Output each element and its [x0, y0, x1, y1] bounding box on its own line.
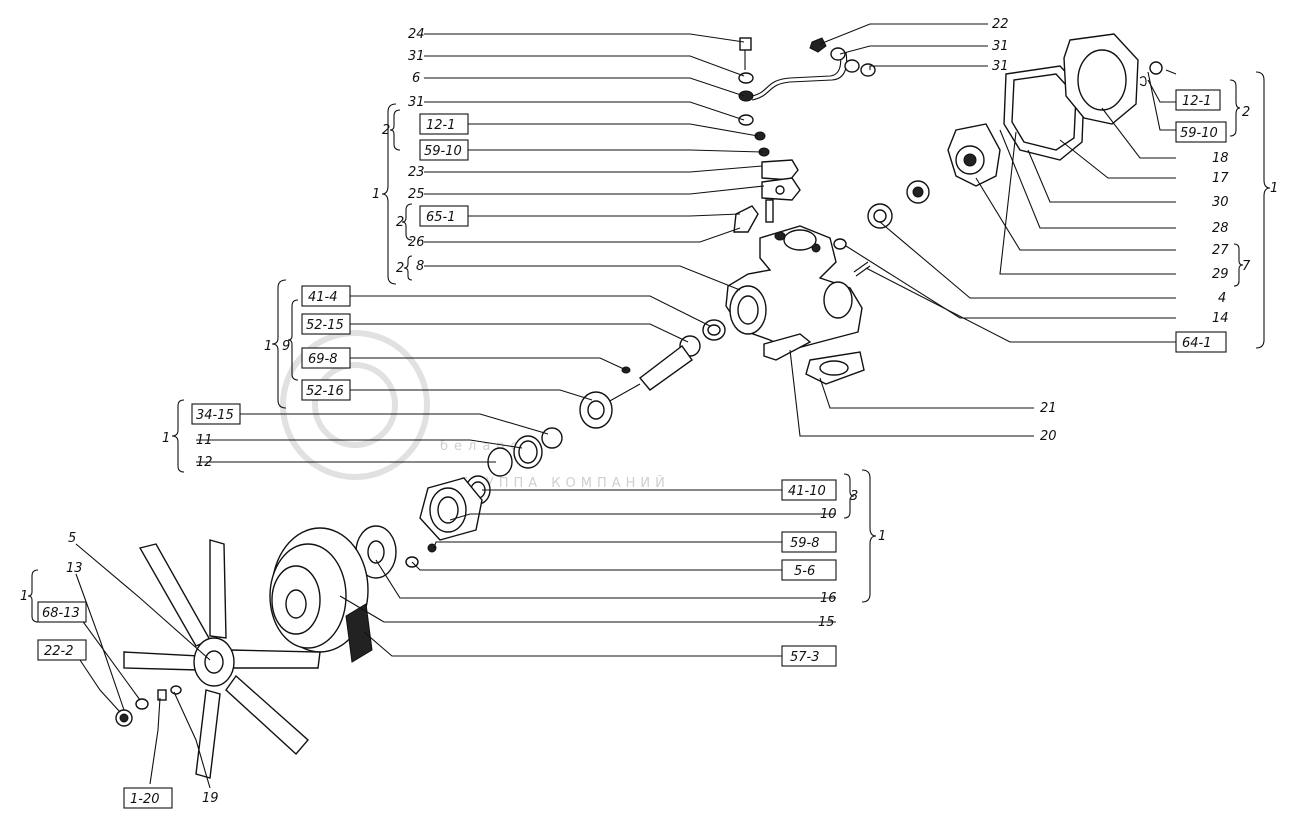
leader-lines [75, 23, 1177, 789]
label-20: 20 [1040, 429, 1057, 444]
small-fittings-part [833, 180, 930, 277]
group-label-2: 2 [382, 123, 390, 138]
group-braces [27, 71, 1271, 623]
pump-cover-part [1063, 33, 1163, 125]
callout-labels: 24 31 6 31 12-1 59-10 23 25 65-1 26 8 2 … [20, 17, 1278, 807]
label-30: 30 [1212, 195, 1229, 210]
pulley-part [269, 527, 373, 663]
group-label-1: 1 [264, 339, 272, 354]
label-6: 6 [412, 71, 420, 86]
label-31: 31 [992, 39, 1009, 54]
label-21: 21 [1040, 401, 1057, 416]
label-41-10: 41-10 [788, 484, 826, 499]
label-19: 19 [202, 791, 219, 806]
reference-boxes [37, 89, 1227, 809]
label-25: 25 [408, 187, 425, 202]
label-14: 14 [1212, 311, 1229, 326]
label-15: 15 [818, 615, 835, 630]
watermark: беларо ГРУППА КОМПАНИЙ [280, 330, 670, 491]
label-13: 13 [66, 561, 83, 576]
oil-pipe-part [751, 37, 876, 101]
washer-part [738, 72, 770, 157]
group-label-7: 7 [1242, 259, 1251, 274]
label-12: 12 [196, 455, 213, 470]
group-label-1: 1 [878, 529, 886, 544]
bolt-part [739, 37, 752, 70]
group-label-3: 3 [850, 489, 858, 504]
label-59-10: 59-10 [424, 144, 462, 159]
label-11: 11 [196, 433, 213, 448]
label-22: 22 [992, 17, 1009, 32]
group-label-1: 1 [1270, 181, 1278, 196]
label-5: 5 [68, 531, 76, 546]
label-52-16: 52-16 [306, 384, 344, 399]
label-22-2: 22-2 [44, 644, 74, 659]
label-59-10: 59-10 [1180, 126, 1218, 141]
bearing-housing-part [419, 477, 483, 541]
group-label-1: 1 [372, 187, 380, 202]
label-1-20: 1-20 [130, 792, 160, 807]
label-12-1: 12-1 [426, 118, 456, 133]
label-4: 4 [1218, 291, 1226, 306]
label-31: 31 [408, 95, 425, 110]
label-17: 17 [1212, 171, 1229, 186]
group-label-1: 1 [20, 589, 28, 604]
gasket-part [763, 333, 865, 385]
label-18: 18 [1212, 151, 1229, 166]
watermark-subtitle: ГРУППА КОМПАНИЙ [460, 475, 670, 491]
label-57-3: 57-3 [790, 650, 820, 665]
group-label-2: 2 [1242, 105, 1250, 120]
label-59-8: 59-8 [790, 536, 820, 551]
label-52-15: 52-15 [306, 318, 344, 333]
elbow-part [733, 199, 774, 233]
label-65-1: 65-1 [426, 210, 456, 225]
fan-part [115, 539, 321, 779]
group-label-9: 9 [282, 339, 290, 354]
label-8: 8 [416, 259, 424, 274]
label-26: 26 [408, 235, 425, 250]
label-29: 29 [1212, 267, 1229, 282]
flange-part [761, 159, 801, 201]
label-69-8: 69-8 [308, 352, 338, 367]
group-label-2: 2 [396, 261, 404, 276]
label-31: 31 [992, 59, 1009, 74]
label-31: 31 [408, 49, 425, 64]
label-5-6: 5-6 [794, 564, 815, 579]
label-41-4: 41-4 [308, 290, 338, 305]
label-64-1: 64-1 [1182, 336, 1212, 351]
label-12-1: 12-1 [1182, 94, 1212, 109]
label-24: 24 [408, 27, 425, 42]
label-16: 16 [820, 591, 837, 606]
group-label-1: 1 [162, 431, 170, 446]
label-23: 23 [408, 165, 425, 180]
group-label-2: 2 [396, 215, 404, 230]
pump-housing-part [725, 225, 863, 351]
label-34-15: 34-15 [196, 408, 234, 423]
label-28: 28 [1212, 221, 1229, 236]
label-10: 10 [820, 507, 837, 522]
label-68-13: 68-13 [42, 606, 80, 621]
label-27: 27 [1212, 243, 1229, 258]
